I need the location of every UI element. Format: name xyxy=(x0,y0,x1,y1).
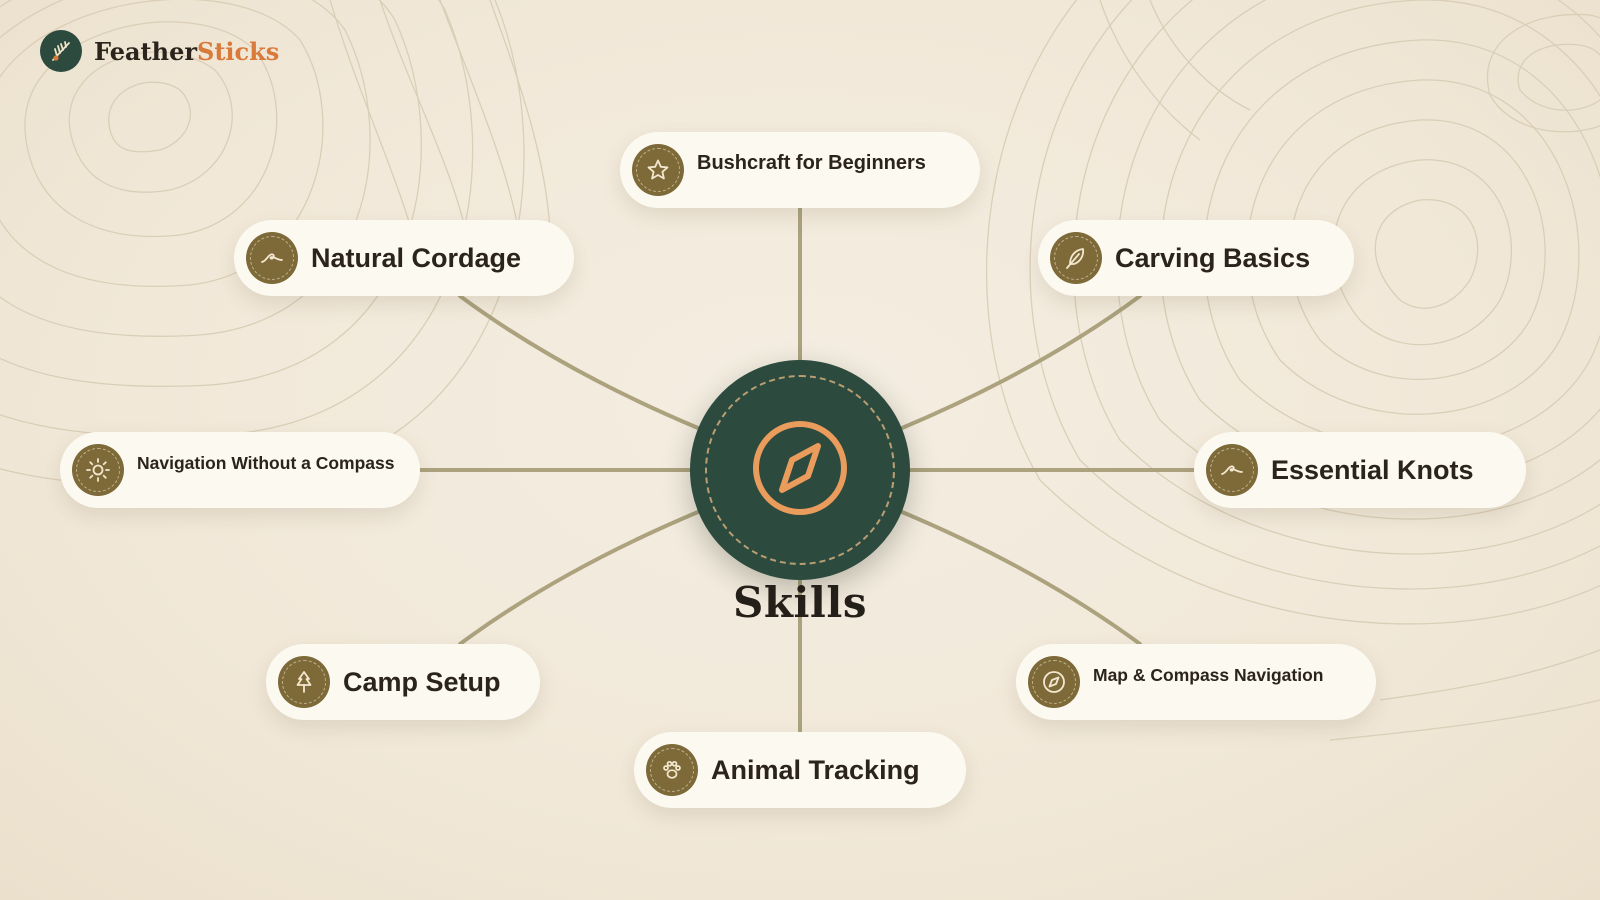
node-label: Animal Tracking xyxy=(711,754,920,785)
node-carving-basics[interactable]: Carving Basics xyxy=(1038,220,1354,296)
knot-icon xyxy=(1206,444,1258,496)
node-label: Bushcraft for Beginners xyxy=(697,151,926,174)
brand-logo[interactable]: FeatherSticks xyxy=(40,30,279,72)
tree-icon xyxy=(278,656,330,708)
compass-icon xyxy=(1028,656,1080,708)
hub-dashed-ring xyxy=(705,375,895,565)
connector-cordage xyxy=(458,294,700,430)
node-label: Essential Knots xyxy=(1271,454,1474,485)
star-icon xyxy=(632,144,684,196)
node-natural-cordage[interactable]: Natural Cordage xyxy=(234,220,574,296)
node-bushcraft-for-beginners[interactable]: Bushcraft for Beginners xyxy=(620,132,980,208)
node-label: Navigation Without a Compass xyxy=(137,452,395,473)
feather-stick-icon xyxy=(40,30,82,72)
center-hub[interactable] xyxy=(690,360,910,580)
sun-icon xyxy=(72,444,124,496)
node-label: Natural Cordage xyxy=(311,242,522,273)
node-label: Map & Compass Navigation xyxy=(1093,664,1324,685)
node-camp-setup[interactable]: Camp Setup xyxy=(266,644,540,720)
node-animal-tracking[interactable]: Animal Tracking xyxy=(634,732,966,808)
hub-title: Skills xyxy=(733,578,867,627)
node-label: Camp Setup xyxy=(343,666,501,697)
node-label: Carving Basics xyxy=(1115,242,1311,273)
connector-camp xyxy=(458,510,700,646)
paw-print-icon xyxy=(646,744,698,796)
node-navigation-without-a-compass[interactable]: Navigation Without a Compass xyxy=(60,432,420,508)
connector-carving xyxy=(900,294,1142,430)
node-essential-knots[interactable]: Essential Knots xyxy=(1194,432,1526,508)
brand-name: FeatherSticks xyxy=(94,37,279,66)
brand-name-part1: Feather xyxy=(94,36,197,66)
feather-icon xyxy=(1050,232,1102,284)
connector-map xyxy=(900,510,1142,646)
brand-name-part2: Sticks xyxy=(197,36,280,66)
rope-icon xyxy=(246,232,298,284)
node-map-compass-navigation[interactable]: Map & Compass Navigation xyxy=(1016,644,1376,720)
